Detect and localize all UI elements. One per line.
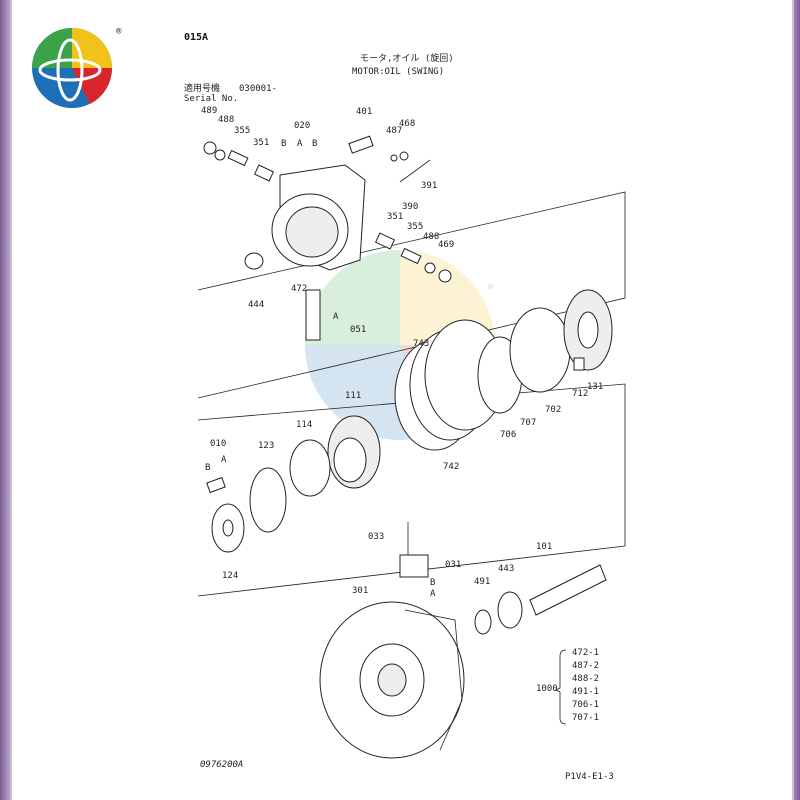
kit-item: 707-1	[572, 713, 599, 723]
company-logo: ®	[32, 27, 122, 108]
callout-031-b: B	[430, 578, 435, 588]
page-reference: P1V4-E1-3	[565, 772, 614, 782]
callout-114: 114	[296, 420, 312, 430]
callout-020-b2: B	[312, 139, 317, 149]
serial-label-japanese: 適用号機	[184, 82, 220, 94]
callout-010-b: B	[205, 463, 210, 473]
top-cover-group	[203, 135, 452, 341]
kit-item: 491-1	[572, 687, 599, 697]
callout-010: 010	[210, 439, 226, 449]
callout-123: 123	[258, 441, 274, 451]
callout-487: 487	[386, 126, 402, 136]
callout-020-a: A	[297, 139, 303, 149]
callout-031-a: A	[430, 589, 436, 599]
kit-item: 706-1	[572, 700, 599, 710]
callout-020: 020	[294, 121, 310, 131]
lower-group	[206, 415, 381, 553]
svg-text:®: ®	[488, 283, 494, 293]
callout-131: 131	[587, 382, 603, 392]
callout-101: 101	[536, 542, 552, 552]
callout-488: 488	[218, 115, 234, 125]
callout-031: 031	[445, 560, 461, 570]
callout-051-a: A	[333, 312, 339, 322]
callout-051: 051	[350, 325, 366, 335]
callout-301: 301	[352, 586, 368, 596]
callout-491: 491	[474, 577, 490, 587]
callout-444: 444	[248, 300, 264, 310]
registered-mark: ®	[116, 27, 122, 37]
callout-443: 443	[498, 564, 514, 574]
kit-item: 488-2	[572, 674, 599, 684]
callout-351-b: 351	[387, 212, 403, 222]
callout-707: 707	[520, 418, 536, 428]
callout-706: 706	[500, 430, 516, 440]
callout-355-b: 355	[407, 222, 423, 232]
title-japanese: モータ,オイル (旋回)	[360, 52, 454, 64]
title-english: MOTOR:OIL (SWING)	[352, 67, 444, 77]
callout-010-a: A	[221, 455, 227, 465]
callout-111: 111	[345, 391, 361, 401]
callout-712: 712	[572, 389, 588, 399]
callout-488-b: 488	[423, 232, 439, 242]
callout-355: 355	[234, 126, 250, 136]
callout-351: 351	[253, 138, 269, 148]
bottom-group	[319, 522, 607, 759]
callout-labels: 489 488 355 351 020 B A B 401 487 468 39…	[201, 106, 603, 599]
callout-033: 033	[368, 532, 384, 542]
callout-469: 469	[438, 240, 454, 250]
kit-item: 472-1	[572, 648, 599, 658]
callout-742: 742	[443, 462, 459, 472]
page-code: 015A	[184, 32, 208, 43]
callout-743: 743	[413, 339, 429, 349]
drawing-number: 0976200A	[200, 760, 243, 770]
serial-label-english: Serial No.	[184, 94, 238, 104]
callout-020-b1: B	[281, 139, 286, 149]
kit-list: 1000 472-1 487-2 488-2 491-1 706-1 707-1	[536, 648, 599, 725]
callout-390: 390	[402, 202, 418, 212]
callout-489: 489	[201, 106, 217, 116]
callout-401: 401	[356, 107, 372, 117]
callout-124: 124	[222, 571, 238, 581]
callout-391: 391	[421, 181, 437, 191]
middle-group	[394, 289, 613, 451]
serial-value: 030001-	[239, 84, 277, 94]
callout-702: 702	[545, 405, 561, 415]
kit-number: 1000	[536, 684, 558, 694]
callout-472: 472	[291, 284, 307, 294]
kit-item: 487-2	[572, 661, 599, 671]
callout-468: 468	[399, 119, 415, 129]
